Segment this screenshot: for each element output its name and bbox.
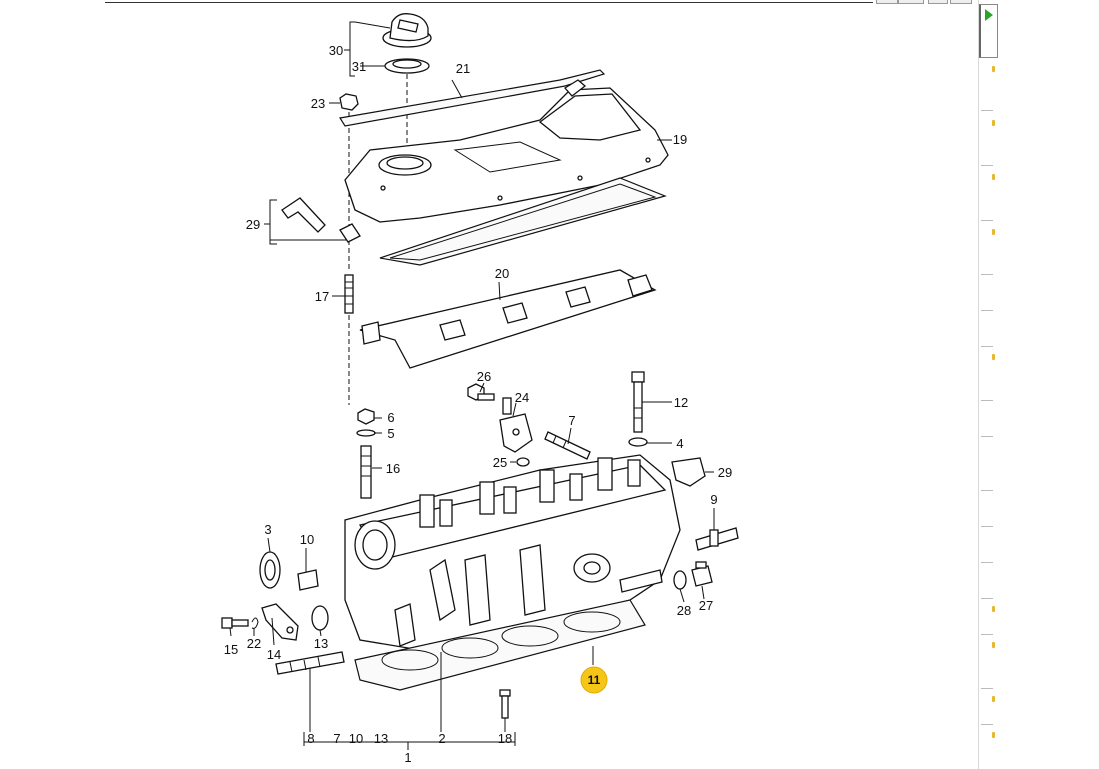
highlight-label[interactable]: 11: [588, 673, 601, 687]
toolbar-button-3[interactable]: [928, 0, 948, 4]
callout-3[interactable]: 3: [264, 522, 271, 537]
thumb-marker[interactable]: [992, 606, 995, 612]
oil-filler-cap-part[interactable]: [382, 13, 432, 48]
toolbar-button-2[interactable]: [898, 0, 924, 4]
stud-9-part[interactable]: [695, 527, 739, 551]
callout-28[interactable]: 28: [677, 603, 691, 618]
bolt-26-part[interactable]: [467, 383, 495, 401]
callout-2[interactable]: 2: [438, 731, 445, 746]
callout-13-bottom[interactable]: 13: [374, 731, 388, 746]
sender-housing-part[interactable]: [499, 397, 533, 453]
stud-bolt-part[interactable]: [344, 274, 354, 314]
thumb-marker[interactable]: [992, 66, 995, 72]
callout-1[interactable]: 1: [404, 750, 411, 765]
callout-26[interactable]: 26: [477, 369, 491, 384]
head-gasket-part[interactable]: [354, 599, 646, 691]
seal-ring-28-part[interactable]: [673, 570, 687, 590]
callout-30[interactable]: 30: [329, 43, 343, 58]
bolt-washer-part[interactable]: [628, 437, 648, 447]
callout-27[interactable]: 27: [699, 598, 713, 613]
filler-seal-part[interactable]: [384, 58, 430, 74]
bracket-14-part[interactable]: [261, 603, 299, 641]
bolt-15-part[interactable]: [221, 617, 249, 629]
play-button[interactable]: [979, 4, 998, 58]
seal-ring-13-part[interactable]: [311, 605, 329, 631]
toolbar-button-4[interactable]: [950, 0, 972, 4]
bearing-cap-part[interactable]: [297, 569, 319, 591]
toolbar-divider: [105, 2, 873, 3]
callout-4[interactable]: 4: [676, 436, 683, 451]
callout-21[interactable]: 21: [456, 61, 470, 76]
callout-15[interactable]: 15: [224, 642, 238, 657]
callout-29-lower[interactable]: 29: [718, 465, 732, 480]
callout-17[interactable]: 17: [315, 289, 329, 304]
callout-labels: 30 31 21 23 19 29 20 17 26 24 12 6 5 7 4…: [224, 43, 732, 765]
callout-7[interactable]: 7: [568, 413, 575, 428]
callout-14[interactable]: 14: [267, 647, 281, 662]
callout-31[interactable]: 31: [352, 59, 366, 74]
cap-nut-part[interactable]: [339, 93, 359, 111]
plug-27-part[interactable]: [691, 561, 713, 587]
thumb-marker[interactable]: [992, 120, 995, 126]
bracket-30-31: [349, 21, 355, 77]
stud-8-part[interactable]: [275, 651, 345, 675]
thumb-marker[interactable]: [992, 696, 995, 702]
highlight-marker-11[interactable]: 11: [580, 666, 608, 694]
top-toolbar: [0, 0, 1099, 4]
play-icon: [985, 9, 993, 21]
callout-20[interactable]: 20: [495, 266, 509, 281]
callout-13[interactable]: 13: [314, 636, 328, 651]
callout-25[interactable]: 25: [493, 455, 507, 470]
head-bolt-part[interactable]: [631, 371, 645, 433]
o-ring-part[interactable]: [516, 457, 530, 467]
stud-7-part[interactable]: [544, 431, 591, 460]
side-thumbnail-strip: [978, 0, 998, 769]
nut-part[interactable]: [357, 408, 375, 425]
bracket-clip-part[interactable]: [281, 197, 326, 233]
cover-gasket-strip-part[interactable]: [339, 69, 606, 127]
callout-19[interactable]: 19: [673, 132, 687, 147]
callout-22[interactable]: 22: [247, 636, 261, 651]
thumb-marker[interactable]: [992, 732, 995, 738]
callout-29-upper[interactable]: 29: [246, 217, 260, 232]
callout-24[interactable]: 24: [515, 390, 529, 405]
valve-cover-part[interactable]: [344, 79, 669, 223]
stud-16-part[interactable]: [360, 445, 372, 499]
end-cap-part[interactable]: [671, 457, 706, 487]
callout-23[interactable]: 23: [311, 96, 325, 111]
callout-10[interactable]: 10: [300, 532, 314, 547]
thumb-marker[interactable]: [992, 174, 995, 180]
cylinder-head-part[interactable]: [344, 454, 681, 651]
callout-7-bottom[interactable]: 7: [333, 731, 340, 746]
callout-18[interactable]: 18: [498, 731, 512, 746]
thumb-marker[interactable]: [992, 642, 995, 648]
callout-16[interactable]: 16: [386, 461, 400, 476]
callout-10-bottom[interactable]: 10: [349, 731, 363, 746]
toolbar-button-1[interactable]: [876, 0, 898, 4]
callout-12[interactable]: 12: [674, 395, 688, 410]
washer-part[interactable]: [356, 429, 376, 437]
baffle-plate-part[interactable]: [359, 269, 657, 369]
clip-22-part[interactable]: [251, 617, 259, 629]
callout-6[interactable]: 6: [387, 410, 394, 425]
thumb-marker[interactable]: [992, 354, 995, 360]
callout-5[interactable]: 5: [387, 426, 394, 441]
valve-cover-gasket-part[interactable]: [379, 177, 667, 266]
thumb-marker[interactable]: [992, 229, 995, 235]
callout-9[interactable]: 9: [710, 492, 717, 507]
valve-guide-part[interactable]: [499, 689, 511, 719]
callout-8[interactable]: 8: [307, 731, 314, 746]
oil-seal-part[interactable]: [259, 551, 281, 589]
